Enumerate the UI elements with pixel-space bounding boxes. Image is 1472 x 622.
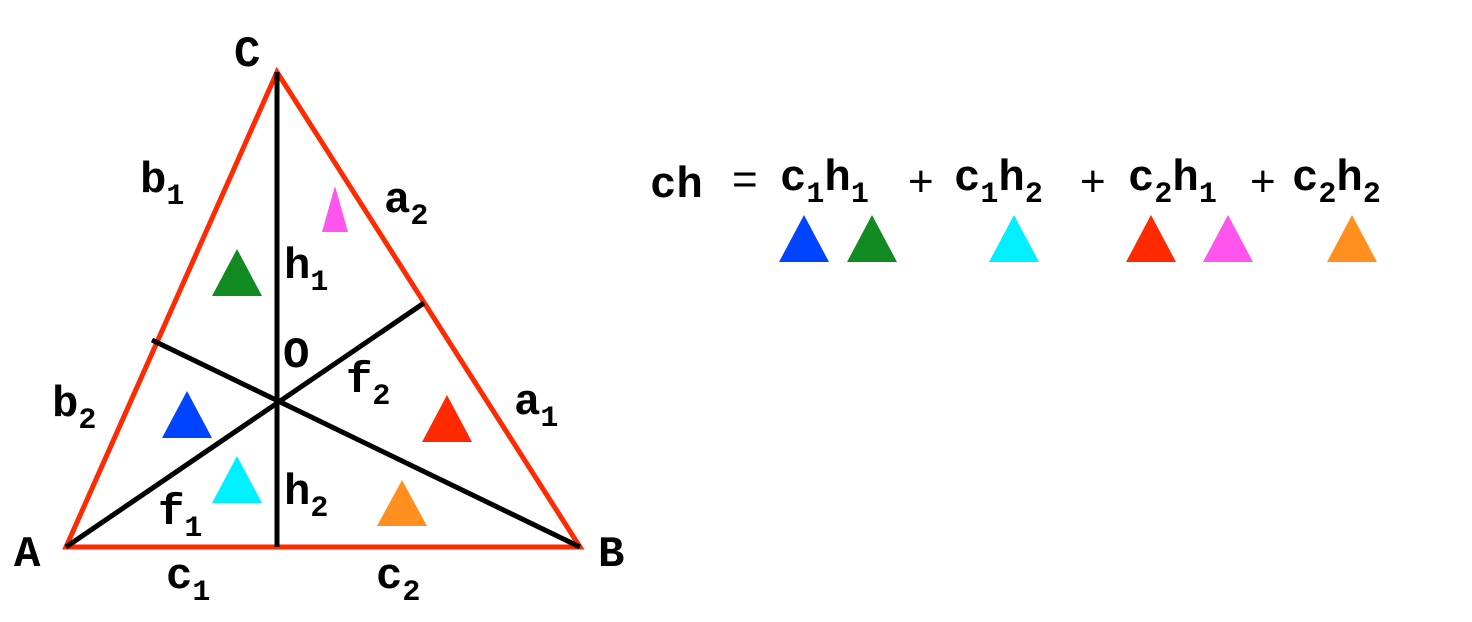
equation-term-4: c2h2: [1292, 154, 1381, 212]
segment-label-f2: f2: [346, 356, 390, 414]
equation-term-2-h: h: [998, 154, 1024, 204]
equation-term-2-c: c: [954, 154, 980, 204]
equation-term-4-c: c: [1292, 154, 1318, 204]
triangle-outline: [62, 66, 585, 550]
segment-label-a1: a1: [514, 378, 558, 436]
segment-label-f2-base: f: [346, 356, 372, 406]
segment-label-b2-base: b: [52, 380, 78, 430]
equation-term-2-h-sub: 2: [1025, 178, 1043, 212]
segment-label-a2-base: a: [384, 176, 410, 226]
equation-term-1-c-sub: 1: [806, 178, 824, 212]
region-marker-magenta: [322, 186, 348, 232]
region-marker-red: [422, 395, 472, 442]
equation-term-4-h: h: [1336, 154, 1362, 204]
equation-term-4-c-sub: 2: [1318, 178, 1336, 212]
equation-term-1-c: c: [780, 154, 806, 204]
segment-label-a2: a2: [384, 176, 428, 234]
equation-term-1-h: h: [824, 154, 850, 204]
segment-label-b2-sub: 2: [78, 404, 96, 438]
segment-label-b1-sub: 1: [166, 180, 184, 214]
equation-marker-magenta: [1203, 215, 1253, 262]
equation-plus-1: +: [908, 157, 934, 206]
equation-marker-orange: [1327, 215, 1377, 262]
segment-label-a1-sub: 1: [540, 402, 558, 436]
segment-label-h1-sub: 1: [310, 266, 328, 300]
center-label-o: O: [283, 331, 309, 381]
segment-label-c2-base: c: [376, 552, 402, 602]
region-marker-cyan: [212, 456, 262, 503]
segment-label-c1: c1: [166, 552, 210, 610]
equation-term-1: c1h1: [780, 154, 869, 212]
cevian-line-from-b: [150, 337, 582, 550]
segment-label-c1-base: c: [166, 552, 192, 602]
equation-term-3-c: c: [1128, 154, 1154, 204]
equation-term-2-c-sub: 1: [980, 178, 998, 212]
equation-lhs: ch: [650, 161, 703, 211]
segment-label-h1-base: h: [284, 242, 310, 292]
equation-markers: [779, 215, 1377, 262]
equation-equals-sign: =: [732, 155, 758, 204]
segment-label-f1: f1: [158, 488, 202, 546]
segment-label-f1-sub: 1: [184, 512, 202, 546]
segment-label-h2-sub: 2: [310, 492, 328, 526]
vertex-label-c: C: [234, 30, 260, 80]
equation-marker-cyan: [989, 215, 1039, 262]
segment-label-h1: h1: [284, 242, 328, 300]
equation-plus-3: +: [1250, 157, 1276, 206]
segment-label-c2: c2: [376, 552, 420, 610]
equation-term-3-h: h: [1172, 154, 1198, 204]
segment-label-b1: b1: [140, 156, 184, 214]
cevian-line-from-a: [64, 300, 426, 550]
equation-marker-green: [847, 215, 897, 262]
equation-term-3-c-sub: 2: [1154, 178, 1172, 212]
equation-term-3-h-sub: 1: [1199, 178, 1217, 212]
region-marker-orange: [377, 480, 427, 526]
segment-label-a2-sub: 2: [410, 200, 428, 234]
segment-label-b2: b2: [52, 380, 96, 438]
region-marker-green: [212, 249, 262, 296]
segment-label-c2-sub: 2: [402, 576, 420, 610]
equation-marker-blue: [779, 215, 829, 262]
vertex-label-b: B: [598, 530, 624, 580]
segment-label-h2-base: h: [284, 468, 310, 518]
equation-term-1-h-sub: 1: [851, 178, 869, 212]
segment-label-b1-base: b: [140, 156, 166, 206]
equation-marker-red: [1126, 215, 1176, 262]
vertex-label-a: A: [14, 530, 41, 580]
segment-label-f2-sub: 2: [372, 380, 390, 414]
segment-label-f1-base: f: [158, 488, 184, 538]
equation-term-2: c1h2: [954, 154, 1043, 212]
segment-label-c1-sub: 1: [192, 576, 210, 610]
segment-label-a1-base: a: [514, 378, 540, 428]
area-equation: ch = c1h1 + c1h2 + c2h1 + c2h2: [650, 154, 1381, 212]
equation-term-4-h-sub: 2: [1363, 178, 1381, 212]
equation-term-3: c2h1: [1128, 154, 1217, 212]
segment-label-h2: h2: [284, 468, 328, 526]
equation-plus-2: +: [1080, 157, 1106, 206]
region-marker-blue: [162, 391, 212, 438]
